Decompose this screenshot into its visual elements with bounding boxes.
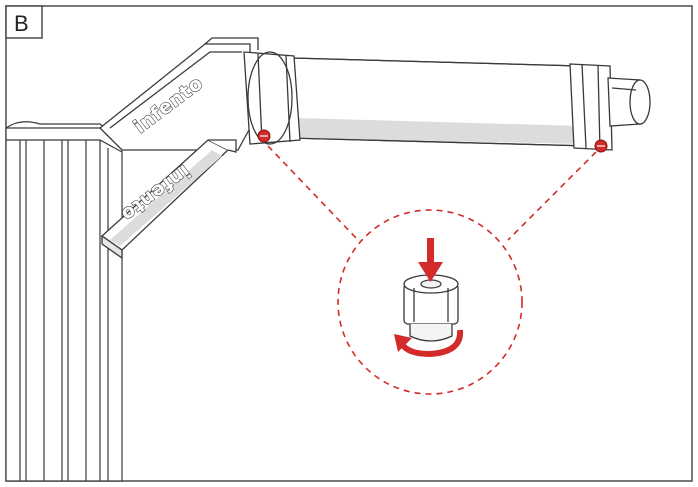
vertical-post <box>5 121 123 482</box>
rotate-arrow-icon <box>394 329 464 358</box>
step-label: B <box>14 11 29 36</box>
screw-icon <box>257 129 271 143</box>
arrow-down-icon <box>418 238 443 282</box>
screw-closeup <box>403 274 459 342</box>
corner-connector <box>99 37 259 260</box>
callout-leader-lines <box>267 145 597 241</box>
screw-icon <box>594 139 608 153</box>
step-label-box: B <box>5 5 43 39</box>
horizontal-tube <box>243 51 651 151</box>
